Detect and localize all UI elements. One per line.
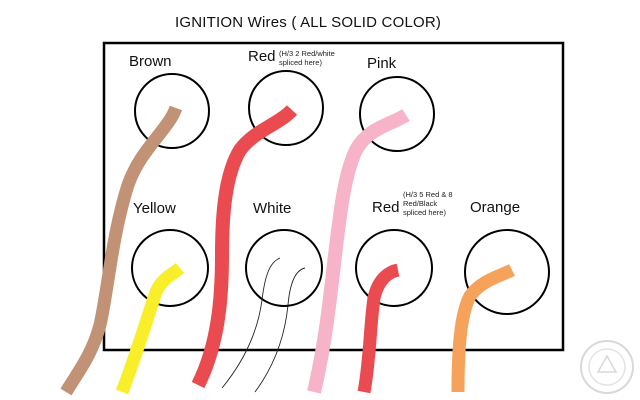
note-line: spliced here) — [403, 208, 446, 217]
wire-white-outline-b — [254, 267, 306, 393]
diagram-title: IGNITION Wires ( ALL SOLID COLOR) — [175, 14, 442, 31]
terminal-circle-yellow — [131, 229, 209, 307]
note-line: spliced here) — [279, 58, 322, 67]
terminal-circle-red-bottom — [355, 229, 433, 307]
label-red-top: Red — [248, 48, 276, 65]
label-brown: Brown — [129, 53, 172, 70]
terminal-circle-white — [245, 229, 323, 307]
terminal-circle-red-top — [248, 70, 324, 146]
board-outline — [102, 41, 565, 352]
note-line: (H/3 5 Red & 8 — [403, 190, 453, 199]
label-pink: Pink — [367, 55, 397, 72]
note-line: Red/Black — [403, 199, 438, 208]
wire-red-bottom — [357, 263, 400, 394]
wire-red-top — [191, 104, 298, 389]
wire-pink — [307, 108, 410, 394]
wire-orange — [451, 264, 515, 393]
label-yellow: Yellow — [133, 200, 176, 217]
wire-yellow — [115, 262, 185, 395]
label-orange: Orange — [470, 199, 521, 216]
wire-brown — [60, 105, 183, 396]
note-line: (H/3 2 Red/white — [279, 49, 335, 58]
watermark-seal — [580, 340, 634, 394]
note-red-bottom: (H/3 5 Red & 8 Red/Black spliced here) — [403, 190, 453, 217]
wire-white-outline-a — [221, 257, 281, 389]
label-red-bottom: Red — [372, 199, 400, 216]
note-red-top: (H/3 2 Red/white spliced here) — [279, 49, 335, 67]
terminal-circle-orange — [464, 229, 550, 315]
label-white: White — [253, 200, 292, 217]
terminal-circle-brown — [134, 73, 210, 149]
terminal-circle-pink — [359, 76, 435, 152]
